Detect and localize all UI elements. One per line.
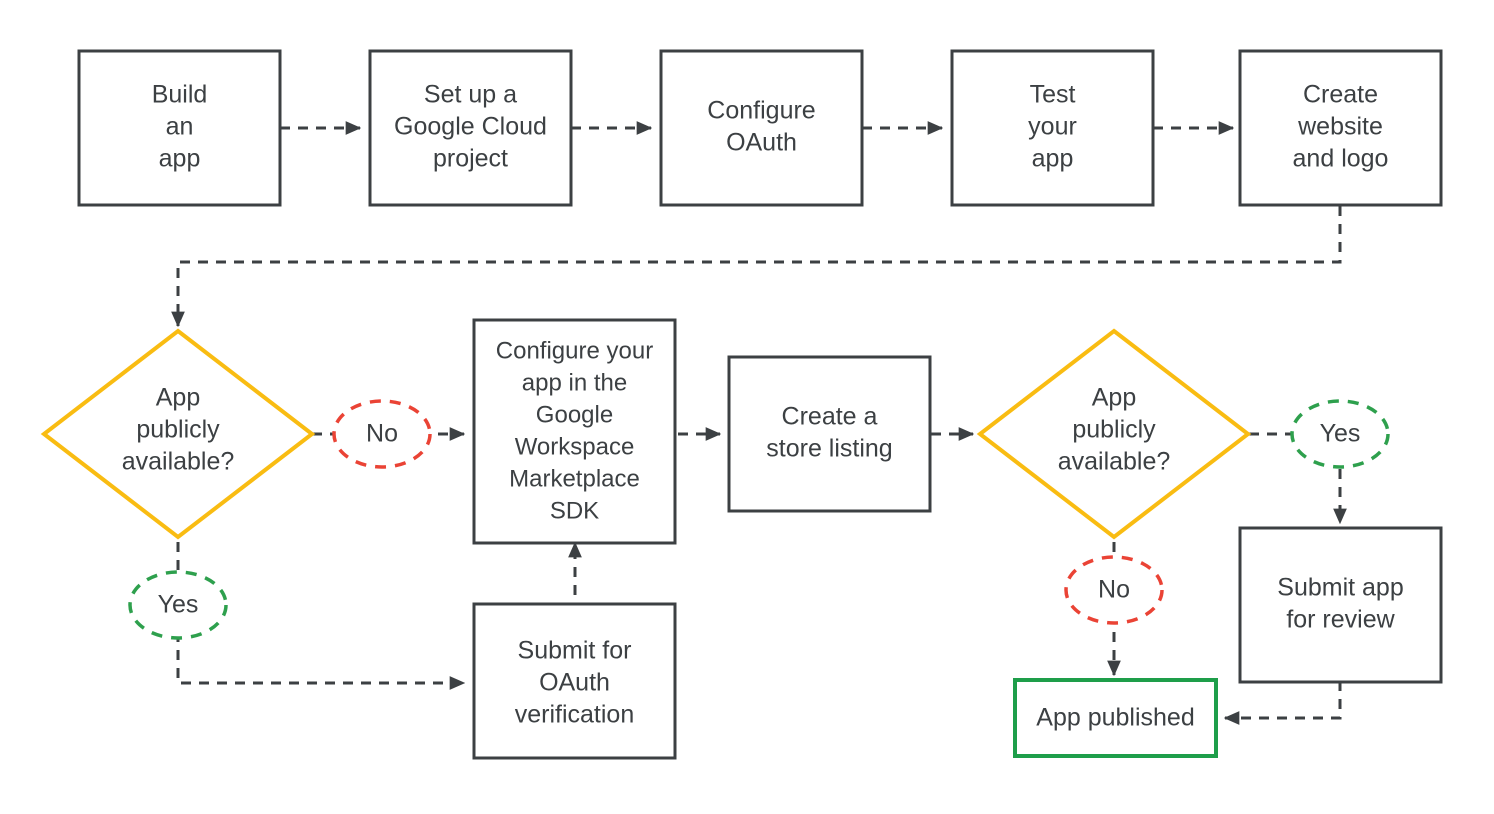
node-set-up-gcp-project-line-1: Set up a	[424, 81, 517, 109]
edge-labels-layer: No Yes Yes No	[128, 399, 1390, 640]
node-app-published[interactable]: App published	[1013, 678, 1218, 758]
node-build-an-app-line-2: an	[166, 113, 194, 141]
node-configure-sdk-line-4: Workspace	[515, 433, 635, 460]
edge-review-to-published	[1223, 681, 1342, 725]
node-test-your-app[interactable]: Test your app	[950, 49, 1155, 207]
node-create-store-listing[interactable]: Create a store listing	[727, 355, 932, 513]
node-submit-oauth-verification[interactable]: Submit for OAuth verification	[472, 602, 677, 760]
node-decision-public-2-line-2: publicly	[1072, 416, 1156, 444]
node-decision-public-2-line-1: App	[1092, 384, 1136, 412]
node-submit-app-review-line-2: for review	[1286, 606, 1395, 634]
node-submit-app-review-line-1: Submit app	[1277, 574, 1403, 602]
node-create-website-logo-line-2: website	[1297, 113, 1383, 141]
node-create-store-listing-line-1: Create a	[782, 403, 878, 431]
node-create-website-logo[interactable]: Create website and logo	[1238, 49, 1443, 207]
node-decision-public-1-line-2: publicly	[136, 416, 220, 444]
node-submit-app-review[interactable]: Submit app for review	[1238, 526, 1443, 684]
node-decision-public-1-line-1: App	[156, 384, 200, 412]
edge-label-decision-1-yes-text: Yes	[158, 591, 199, 619]
node-set-up-gcp-project-line-2: Google Cloud	[394, 113, 547, 141]
node-configure-sdk-line-6: SDK	[550, 497, 599, 524]
node-app-published-line-1: App published	[1036, 704, 1194, 732]
node-configure-oauth-line-1: Configure	[707, 97, 815, 125]
edge-decision1-yes-to-oauthverify	[176, 542, 466, 690]
node-submit-oauth-verification-line-3: verification	[515, 701, 635, 729]
node-build-an-app-line-3: app	[159, 145, 201, 173]
nodes-layer: Build an app Set up a Google Cloud proje…	[40, 49, 1443, 760]
node-create-store-listing-line-2: store listing	[766, 435, 892, 463]
node-configure-sdk-line-1: Configure your	[496, 337, 653, 364]
edge-label-decision-2-no: No	[1064, 555, 1164, 625]
edge-label-decision-1-no: No	[332, 399, 432, 469]
node-set-up-gcp-project[interactable]: Set up a Google Cloud project	[368, 49, 573, 207]
node-test-your-app-line-1: Test	[1030, 81, 1076, 109]
node-decision-public-1-line-3: available?	[122, 448, 235, 476]
node-create-website-logo-line-3: and logo	[1293, 145, 1389, 173]
node-submit-oauth-verification-line-2: OAuth	[539, 669, 610, 697]
edge-label-decision-1-yes: Yes	[128, 570, 228, 640]
node-set-up-gcp-project-line-3: project	[433, 145, 508, 173]
node-test-your-app-line-3: app	[1032, 145, 1074, 173]
edge-label-decision-2-no-text: No	[1098, 576, 1130, 604]
node-configure-oauth[interactable]: Configure OAuth	[659, 49, 864, 207]
node-test-your-app-line-2: your	[1028, 113, 1077, 141]
edge-website-to-decision1	[171, 206, 1342, 328]
edge-label-decision-1-no-text: No	[366, 420, 398, 448]
node-build-an-app[interactable]: Build an app	[77, 49, 282, 207]
node-submit-oauth-verification-line-1: Submit for	[518, 637, 632, 665]
node-configure-sdk-line-3: Google	[536, 401, 613, 428]
node-configure-sdk-line-5: Marketplace	[509, 465, 640, 492]
node-configure-sdk[interactable]: Configure your app in the Google Workspa…	[472, 318, 677, 545]
node-configure-sdk-line-2: app in the	[522, 369, 627, 396]
node-decision-public-2[interactable]: App publicly available?	[976, 328, 1252, 540]
node-configure-oauth-line-2: OAuth	[726, 129, 797, 157]
edge-label-decision-2-yes-text: Yes	[1320, 420, 1361, 448]
node-create-website-logo-line-1: Create	[1303, 81, 1378, 109]
node-decision-public-2-line-3: available?	[1058, 448, 1171, 476]
edge-label-decision-2-yes: Yes	[1290, 399, 1390, 469]
node-decision-public-1[interactable]: App publicly available?	[40, 328, 316, 540]
node-build-an-app-line-1: Build	[152, 81, 208, 109]
